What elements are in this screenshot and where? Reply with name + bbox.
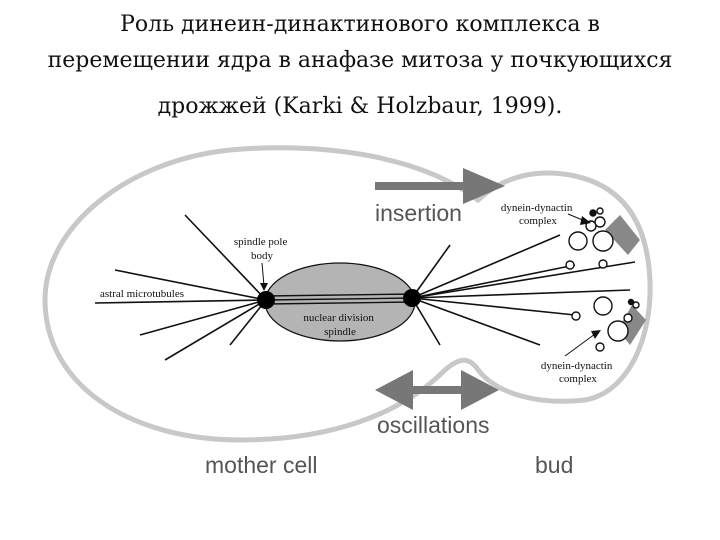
spindle-pole-body-right xyxy=(403,289,421,307)
dynein-dynactin-complex-top xyxy=(566,208,613,269)
dynein-dynactin-bottom-label: dynein-dynactin complex xyxy=(541,360,615,385)
insertion-arrow xyxy=(375,168,505,204)
astral-microtubules-label: astral microtubules xyxy=(100,288,184,300)
dynein-dynactin-top-label: dynein-dynactin complex xyxy=(501,202,575,227)
oscillations-label: oscillations xyxy=(377,412,490,438)
bud-label: bud xyxy=(535,452,573,478)
spindle-pole-pointer xyxy=(260,283,268,291)
insertion-label: insertion xyxy=(375,200,462,226)
spindle-pole-body-left xyxy=(257,291,275,309)
mother-cell-label: mother cell xyxy=(205,452,317,478)
spindle-pole-body-label: spindle pole body xyxy=(234,236,290,262)
